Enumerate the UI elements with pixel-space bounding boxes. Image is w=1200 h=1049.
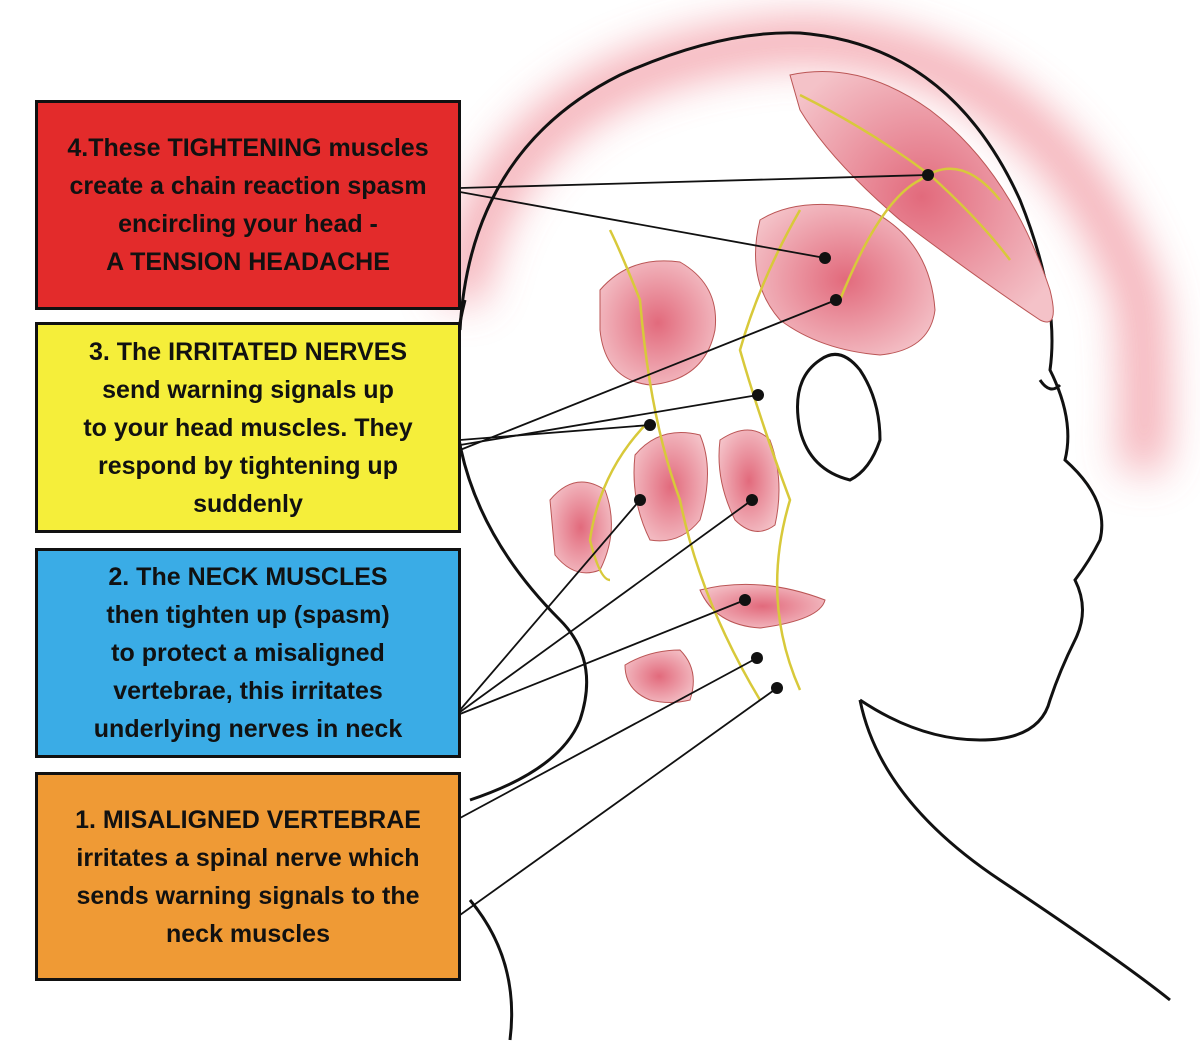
step-4-line: encircling your head -: [118, 210, 378, 238]
marker-dots: [634, 169, 934, 694]
step-2-line: underlying nerves in neck: [93, 715, 403, 743]
step-2-line: 2. The NECK MUSCLES: [108, 563, 388, 591]
step-2-line: to protect a misaligned: [111, 639, 385, 667]
step-3-line: to your head muscles. They: [83, 413, 413, 442]
step-2-line: then tighten up (spasm): [106, 601, 390, 629]
step-1-line: sends warning signals to the: [76, 881, 420, 910]
step-1-line: 1. MISALIGNED VERTEBRAE: [75, 805, 421, 834]
step-4-line: 4.These TIGHTENING muscles: [67, 134, 429, 162]
nerves: [588, 93, 1011, 701]
step-4-line: create a chain reaction spasm: [69, 172, 427, 200]
step-4-line: A TENSION HEADACHE: [106, 248, 390, 276]
step-3-irritated-nerves-box: 3. The IRRITATED NERVES send warning sig…: [35, 322, 461, 533]
leader-lines: [459, 174, 929, 916]
step-3-line: send warning signals up: [102, 375, 394, 404]
step-1-line: neck muscles: [166, 919, 330, 948]
head-muscles: [549, 71, 1054, 703]
step-3-line: 3. The IRRITATED NERVES: [88, 337, 408, 366]
pain-glow: [440, 19, 1165, 474]
step-3-line: suddenly: [193, 489, 303, 518]
step-1-line: irritates a spinal nerve which: [76, 843, 420, 872]
step-3-line: respond by tightening up: [98, 451, 398, 480]
step-2-neck-muscles-box: 2. The NECK MUSCLES then tighten up (spa…: [35, 548, 461, 758]
step-2-line: vertebrae, this irritates: [113, 677, 383, 705]
step-1-misaligned-vertebrae-box: 1. MISALIGNED VERTEBRAE irritates a spin…: [35, 772, 461, 981]
step-4-tension-headache-box: 4.These TIGHTENING muscles create a chai…: [35, 100, 461, 310]
